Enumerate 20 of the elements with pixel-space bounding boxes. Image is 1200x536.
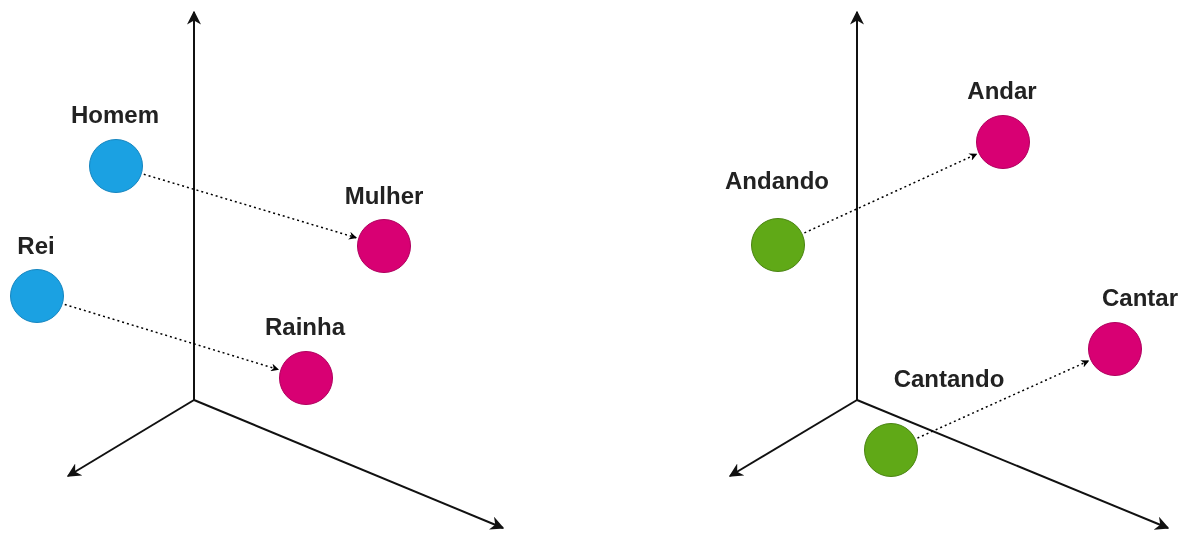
point-label: Rainha [265,313,345,341]
point-circle [864,423,918,477]
point-label: Andando [725,167,829,195]
point-label: Homem [71,101,159,129]
point-label: Mulher [344,182,424,210]
dotted-arrow [143,173,357,240]
point-circle [751,218,805,272]
point-circle [976,115,1030,169]
point-circle [279,351,333,405]
point-label: Andar [967,77,1037,105]
dotted-arrow [916,360,1090,439]
point-circle [10,269,64,323]
point-label: Rei [17,232,55,260]
point-label: Cantando [893,365,1005,393]
dotted-arrow [803,153,978,234]
point-circle [357,219,411,273]
point-circle [1088,322,1142,376]
point-circle [89,139,143,193]
point-label: Cantar [1102,284,1178,312]
dotted-arrow [64,303,280,372]
